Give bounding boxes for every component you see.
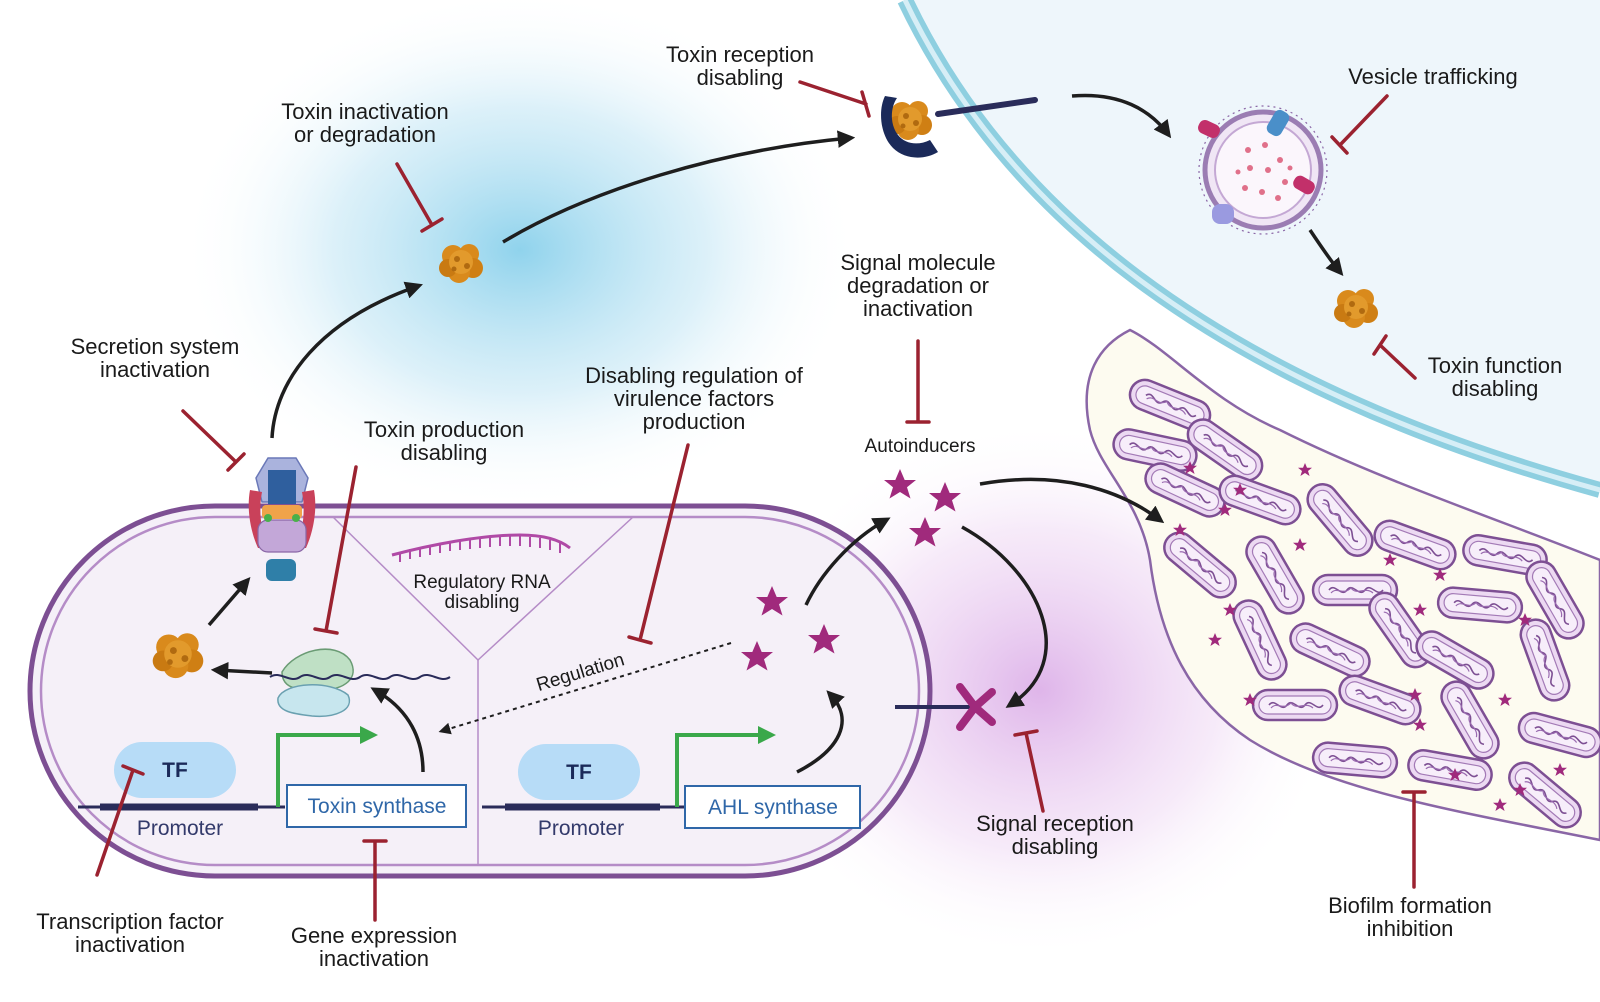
label-line: inactivation (100, 357, 210, 382)
bacterial-cell-wall (27, 503, 933, 879)
label-line: degradation or (847, 273, 989, 298)
label-line: disabling (1012, 834, 1099, 859)
inhibition-markers (95, 80, 1427, 922)
label-line: Transcription factor (36, 909, 223, 934)
label-line: disabling (1452, 376, 1539, 401)
promoter-arrow-icon (758, 726, 776, 744)
label-line: Disabling regulation of (585, 363, 804, 388)
transcription-factor (114, 742, 236, 798)
ribosome-icon (277, 648, 354, 718)
label-line: inactivation (75, 932, 185, 957)
signal-receptor-icon (895, 683, 996, 731)
promoter-arrow-icon (360, 726, 378, 744)
transcription-factor (518, 744, 640, 800)
label-line: inactivation (863, 296, 973, 321)
mrna-icon (269, 674, 451, 680)
flow-arrows (207, 93, 1344, 774)
label-line: production (643, 409, 746, 434)
receptor-icon (881, 96, 1038, 158)
label-tf-right: TF (566, 761, 592, 784)
label-line: Autoinducers (865, 436, 976, 457)
label-line: Toxin production (364, 417, 524, 442)
label-line: disabling (697, 65, 784, 90)
label-line: inhibition (1367, 916, 1454, 941)
label-vesicle-trafficking: Vesicle trafficking (1348, 64, 1518, 89)
label-line: Vesicle trafficking (1348, 64, 1518, 89)
label-line: Signal reception (976, 811, 1134, 836)
label-line: inactivation (319, 946, 429, 971)
secretion-system-icon (248, 457, 316, 581)
label-tf-left: TF (162, 759, 188, 782)
toxin-synthase-gene (286, 784, 467, 828)
label-line: Gene expression (291, 923, 457, 948)
label-line: Biofilm formation (1328, 893, 1492, 918)
label-line: Toxin inactivation (281, 99, 449, 124)
label-line: Regulatory RNA (413, 572, 551, 593)
vesicle-icon (1198, 105, 1328, 235)
bacterial-cell-membrane (39, 515, 921, 867)
operon-left (78, 726, 467, 828)
label-toxin-synthase: Toxin synthase (308, 795, 447, 818)
ahl-synthase-gene (684, 785, 861, 829)
operon-right (482, 726, 861, 829)
label-line: disabling (445, 592, 520, 613)
label-line: Secretion system (71, 334, 240, 359)
label-promoter-left: Promoter (137, 817, 223, 840)
extracellular-glow (180, 0, 860, 510)
host-cytoplasm (905, 0, 1600, 490)
label-line: Signal molecule (840, 250, 995, 275)
label-line: disabling (401, 440, 488, 465)
regulatory-rna-icon (391, 533, 571, 562)
label-line: or degradation (294, 122, 436, 147)
cell-divider-lines (332, 516, 634, 865)
label-ahl-synthase: AHL synthase (708, 796, 838, 819)
label-promoter-right: Promoter (538, 817, 624, 840)
label-line: Toxin reception (666, 42, 814, 67)
label-line: Toxin function (1428, 353, 1563, 378)
label-line: virulence factors (614, 386, 774, 411)
label-autoinducers: Autoinducers (865, 436, 976, 457)
